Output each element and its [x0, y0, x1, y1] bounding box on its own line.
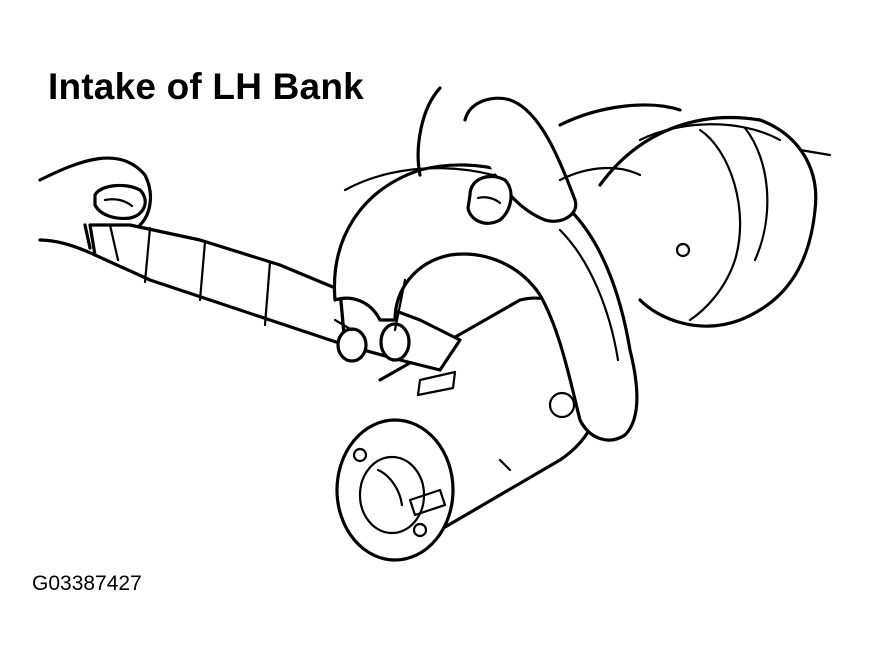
figure-code: G03387427: [32, 572, 142, 595]
figure-title: Intake of LH Bank: [48, 66, 364, 107]
micrometer-frame: [332, 163, 639, 442]
camshaft-journal: [598, 115, 832, 328]
right-hand: [416, 86, 682, 225]
micrometer-anvil: [333, 318, 411, 363]
left-hand: [38, 156, 153, 257]
